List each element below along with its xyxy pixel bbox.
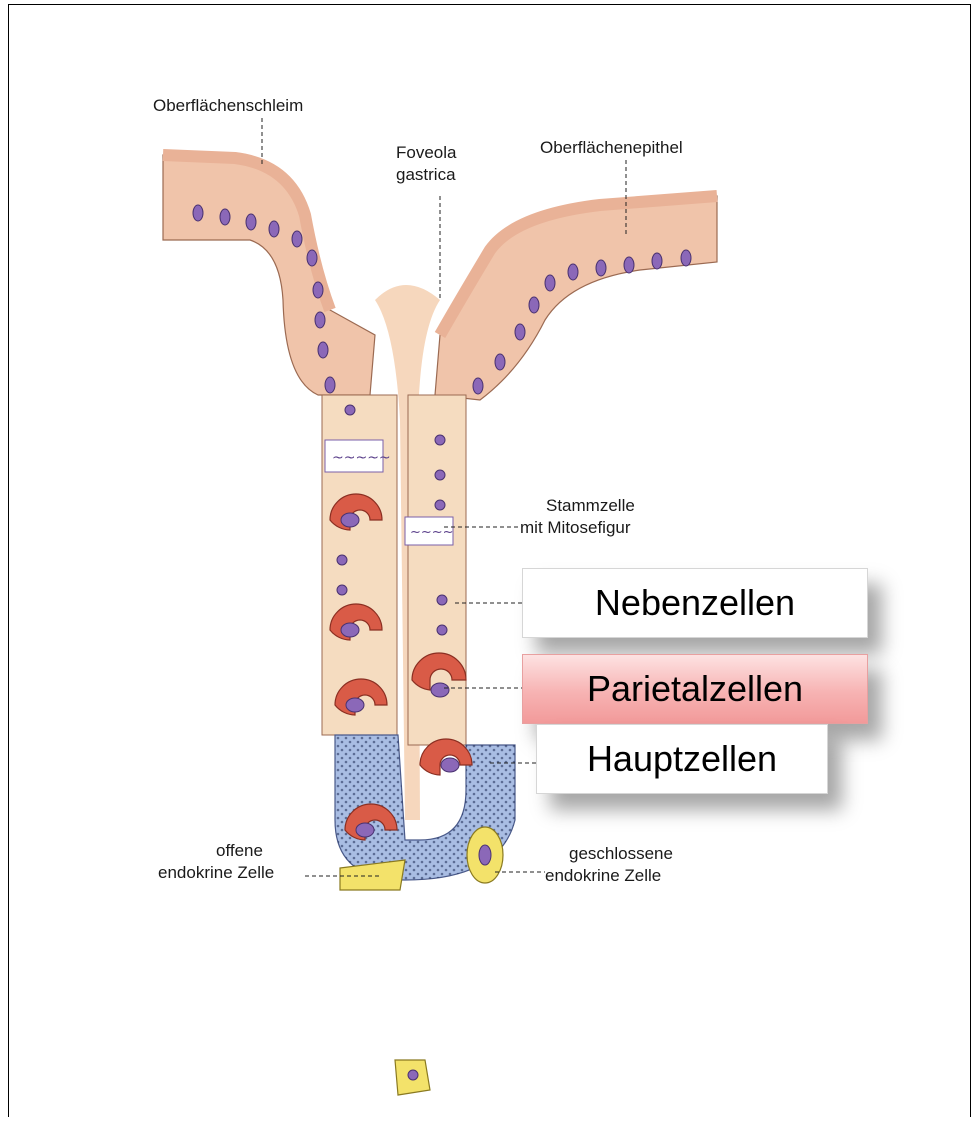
parietalzellen-box: Parietalzellen	[522, 654, 868, 724]
label-surface-mucus: Oberflächenschleim	[153, 96, 303, 115]
nebenzellen-label: Nebenzellen	[595, 582, 795, 624]
nebenzellen-box: Nebenzellen	[522, 568, 868, 638]
label-open-endocrine-1: offene	[216, 841, 263, 860]
hauptzellen-label: Hauptzellen	[587, 738, 777, 780]
label-foveola-1: Foveola	[396, 143, 457, 162]
label-open-endocrine-2: endokrine Zelle	[158, 863, 274, 882]
label-stem-2: mit Mitosefigur	[520, 518, 631, 537]
label-closed-endocrine-1: geschlossene	[569, 844, 673, 863]
label-foveola-2: gastrica	[396, 165, 456, 184]
label-surface-epithelium: Oberflächenepithel	[540, 138, 683, 157]
surface-epithelium-right	[435, 196, 717, 400]
label-stem-1: Stammzelle	[546, 496, 635, 515]
surface-epithelium-left	[163, 155, 375, 395]
parietalzellen-label: Parietalzellen	[587, 668, 803, 710]
label-closed-endocrine-2: endokrine Zelle	[545, 866, 661, 885]
hauptzellen-box: Hauptzellen	[536, 724, 828, 794]
svg-text:~~~~~: ~~~~~	[332, 450, 391, 466]
